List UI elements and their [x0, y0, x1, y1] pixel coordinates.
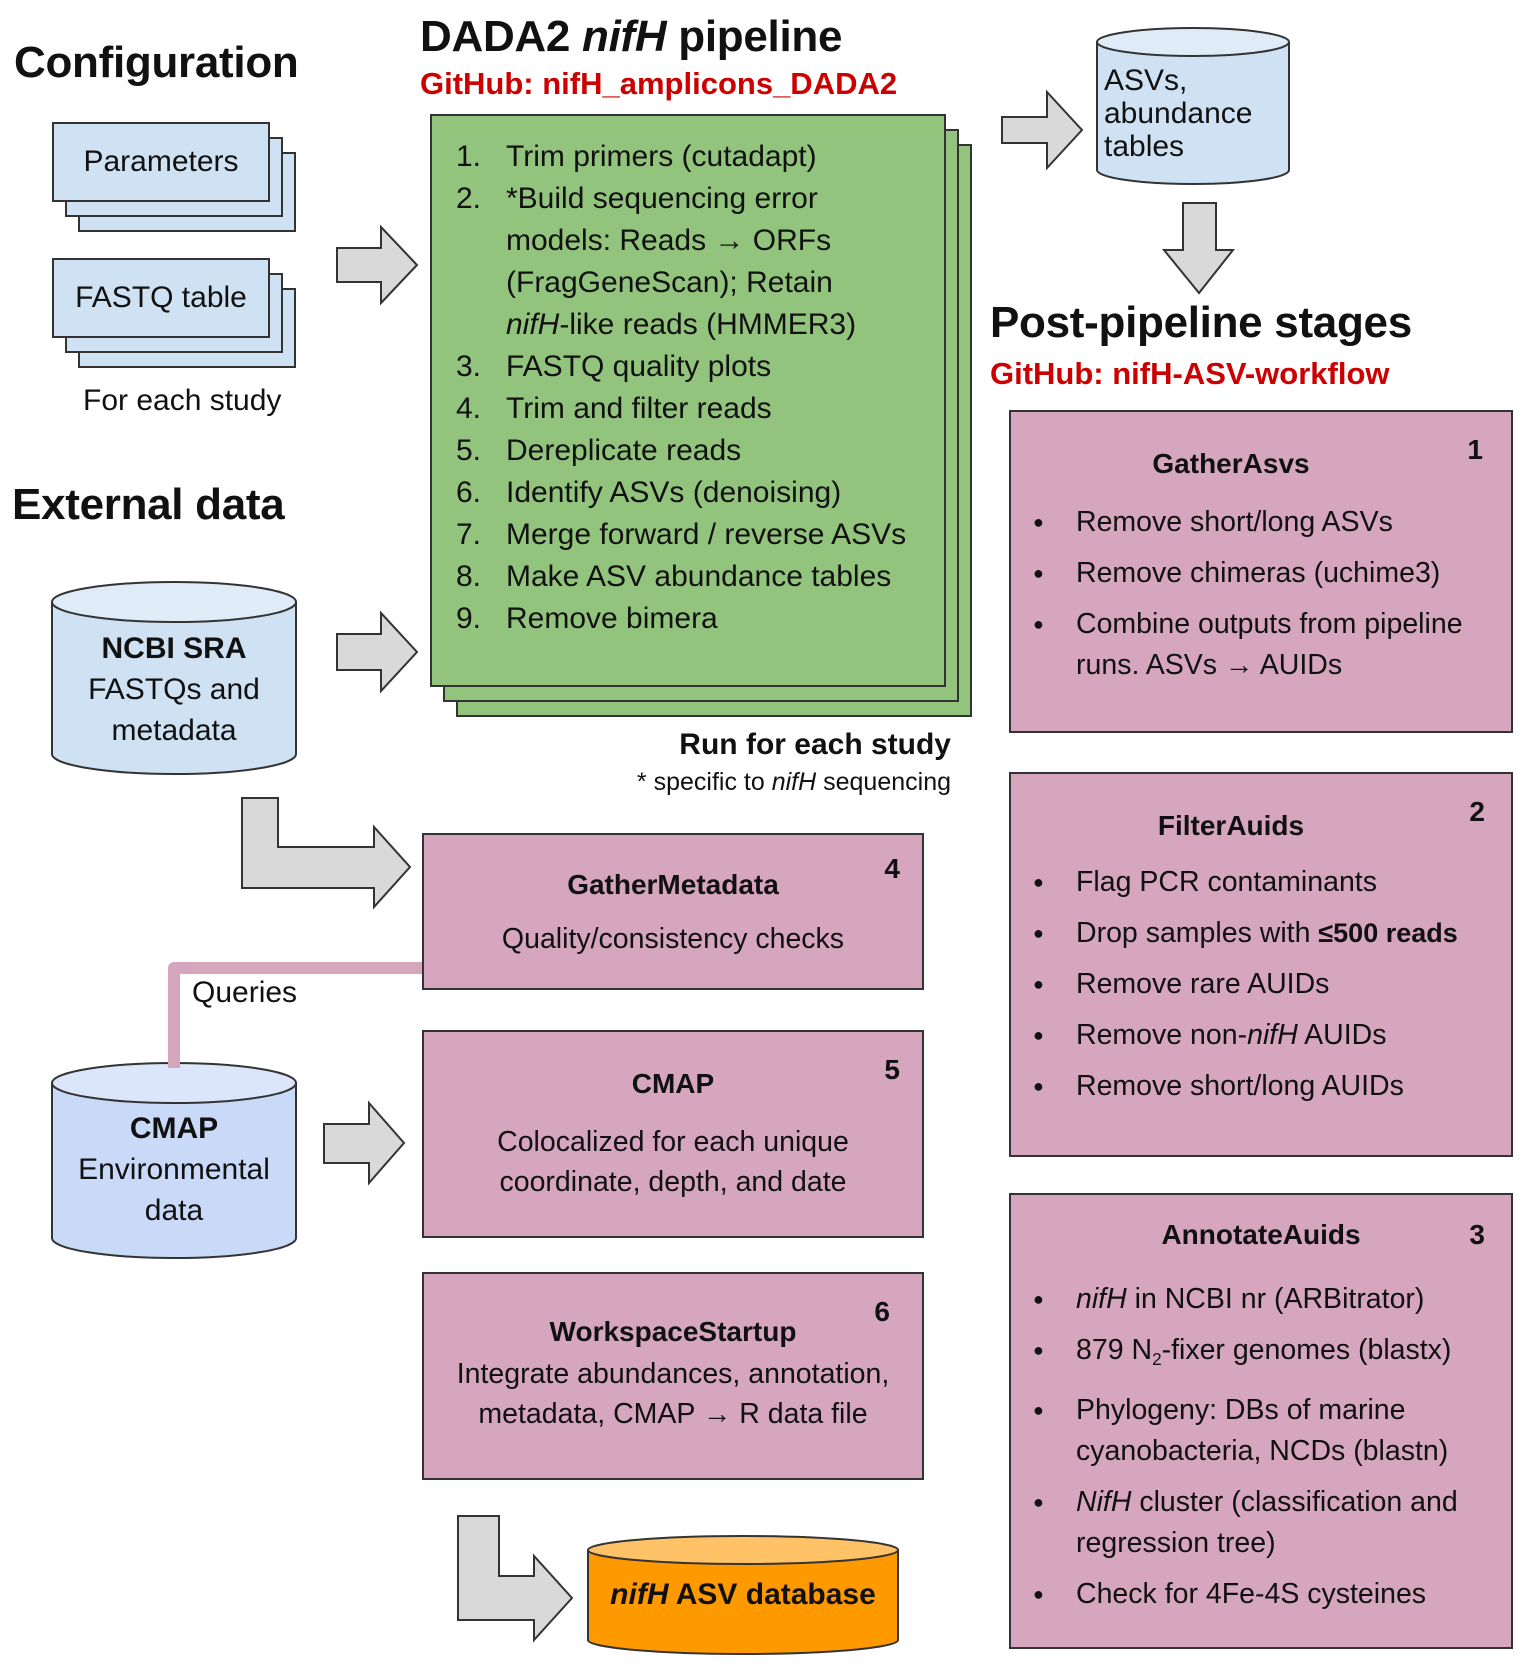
stage-number: 4 [884, 853, 900, 884]
stage-title: GatherAsvs [1152, 448, 1310, 479]
ncbi-sra-label: NCBI SRA FASTQs and metadata [88, 632, 260, 747]
nifh-database-label: nifH ASV database [610, 1578, 876, 1611]
stage-description: Quality/consistency checks [501, 923, 845, 955]
pipeline-steps: 1.Trim primers (cutadapt) 2. *Build sequ… [456, 136, 944, 640]
doc-layer-front: FASTQ table [52, 258, 270, 338]
pipeline-step: 1.Trim primers (cutadapt) [456, 140, 817, 173]
stage-title: WorkspaceStartup [549, 1316, 797, 1347]
bullet-item: Flag PCR contaminants [1011, 862, 1511, 903]
post-pipeline-heading: Post-pipeline stages [990, 298, 1412, 347]
bullet-item: Remove chimeras (uchime3) [1011, 553, 1511, 594]
pipeline-step: 4.Trim and filter reads [456, 392, 772, 425]
pipeline-step: 3.FASTQ quality plots [456, 350, 772, 383]
stage-workspace-startup: 6 WorkspaceStartup Integrate abundances,… [422, 1272, 924, 1480]
stage-number: 2 [1469, 796, 1485, 827]
pipeline-github-link[interactable]: GitHub: nifH_amplicons_DADA2 [420, 66, 898, 101]
stage-title: GatherMetadata [567, 869, 779, 900]
doc-layer-front: Parameters [52, 122, 270, 202]
external-data-heading: External data [12, 480, 285, 529]
bullet-item: Remove short/long ASVs [1011, 502, 1511, 543]
parameters-label: Parameters [83, 145, 239, 178]
stage-title: AnnotateAuids [1161, 1219, 1361, 1250]
pipeline-step: 9.Remove bimera [456, 602, 718, 635]
pipeline-step: 2. *Build sequencing error models: Reads… [456, 182, 857, 341]
bullet-item: Remove rare AUIDs [1011, 964, 1511, 1005]
bullet-item: Remove short/long AUIDs [1011, 1066, 1511, 1107]
stage-title: FilterAuids [1157, 810, 1305, 841]
pipeline-step: 8.Make ASV abundance tables [456, 560, 892, 593]
asv-tables-cylinder [1096, 27, 1290, 185]
nifh-database-cylinder [587, 1535, 899, 1655]
pipeline-step: 5.Dereplicate reads [456, 434, 742, 467]
config-to-pipeline-arrow [336, 224, 419, 306]
post-pipeline-github-link[interactable]: GitHub: nifH-ASV-workflow [990, 356, 1390, 391]
stage-number: 6 [874, 1296, 890, 1327]
cmap-env-label: CMAP Environmental data [78, 1112, 270, 1227]
stage-annotate-auids: 3 AnnotateAuids nifH in NCBI nr (ARBitra… [1009, 1193, 1513, 1649]
stage-gather-metadata: 4 GatherMetadata Quality/consistency che… [422, 833, 924, 990]
footnote: * specific to nifH sequencing [636, 768, 951, 796]
stage-cmap: 5 CMAP Colocalized for each unique coord… [422, 1030, 924, 1238]
asv-tables-label: ASVs, abundance tables [1104, 64, 1253, 163]
bullet-item: NifH cluster (classification and regress… [1011, 1482, 1511, 1564]
configuration-heading: Configuration [14, 38, 299, 87]
stage-description: Integrate abundances, annotation, metada… [456, 1358, 890, 1430]
bullet-item: Combine outputs from pipeline runs. ASVs… [1011, 604, 1511, 686]
stage-filter-auids: 2 FilterAuids Flag PCR contaminants Drop… [1009, 772, 1513, 1157]
pipeline-step: 7.Merge forward / reverse ASVs [456, 518, 907, 551]
bullet-item: Phylogeny: DBs of marine cyanobacteria, … [1011, 1390, 1511, 1472]
ncbi-to-pipeline-arrow [336, 610, 419, 694]
queries-connector [168, 962, 422, 1068]
stage-number: 3 [1469, 1219, 1485, 1250]
cmap-cylinder [51, 1062, 297, 1259]
cmap-to-stage5-arrow [323, 1100, 406, 1186]
bullet-item: Check for 4Fe-4S cysteines [1011, 1574, 1511, 1615]
bullet-item: nifH in NCBI nr (ARBitrator) [1011, 1279, 1511, 1320]
fastq-table-label: FASTQ table [75, 281, 247, 314]
workspace-to-database-arrow [457, 1515, 574, 1643]
stage-bullets: Flag PCR contaminants Drop samples with … [1011, 862, 1511, 1107]
stage-number: 1 [1467, 434, 1483, 465]
ncbi-sra-cylinder [51, 581, 297, 775]
stage-number: 5 [884, 1054, 900, 1085]
asv-to-post-arrow [1161, 202, 1236, 295]
bullet-item: Drop samples with ≤500 reads [1011, 913, 1511, 954]
bullet-item: Remove non-nifH AUIDs [1011, 1015, 1511, 1056]
stage-title: CMAP [631, 1068, 715, 1099]
ncbi-to-metadata-arrow [241, 797, 412, 910]
bullet-item: 879 N2-fixer genomes (blastx) [1011, 1330, 1511, 1380]
pipeline-layer-front: 1.Trim primers (cutadapt) 2. *Build sequ… [430, 114, 946, 687]
stage-description: Colocalized for each unique coordinate, … [497, 1126, 849, 1198]
stage-bullets: Remove short/long ASVs Remove chimeras (… [1011, 502, 1511, 686]
for-each-study-caption: For each study [83, 384, 282, 417]
pipeline-step: 6.Identify ASVs (denoising) [456, 476, 842, 509]
stage-gather-asvs: 1 GatherAsvs Remove short/long ASVs Remo… [1009, 410, 1513, 733]
run-for-each-study-label: Run for each study [679, 728, 951, 761]
queries-label: Queries [192, 976, 298, 1009]
pipeline-to-asv-arrow [1001, 89, 1084, 171]
pipeline-heading: DADA2 nifH pipeline [420, 12, 843, 61]
stage-bullets: nifH in NCBI nr (ARBitrator) 879 N2-fixe… [1011, 1279, 1511, 1615]
